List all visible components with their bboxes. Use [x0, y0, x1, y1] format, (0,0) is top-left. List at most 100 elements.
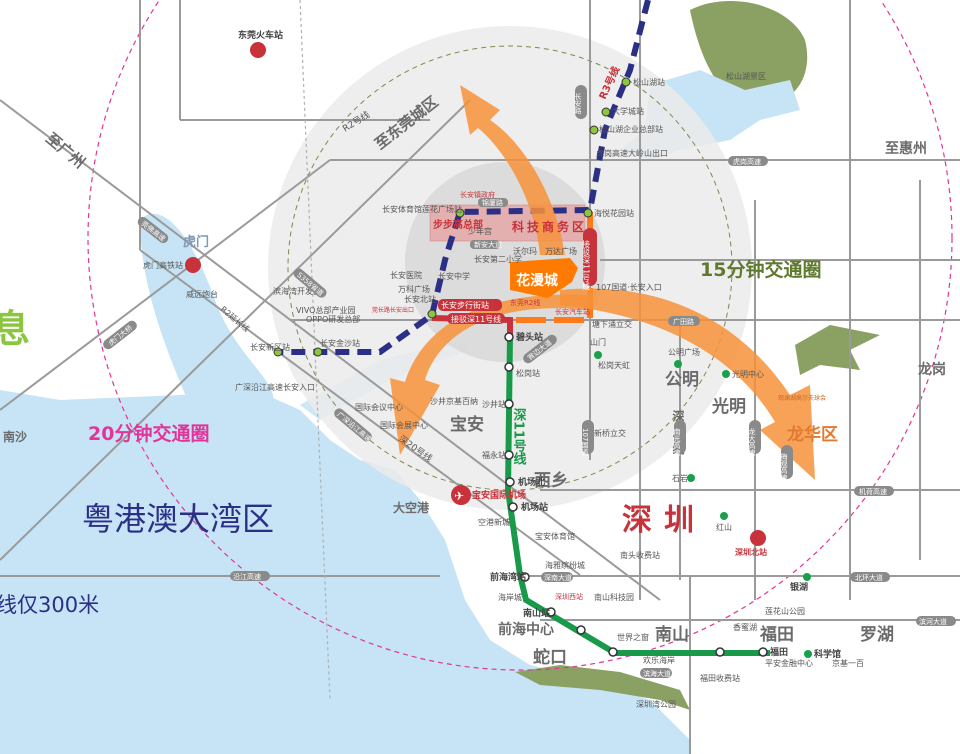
region-xixiang: 西乡 [534, 471, 568, 491]
shore-green [515, 665, 690, 710]
metro-11-extension [510, 212, 593, 323]
other-station-labels: 山门 公明广场 光明中心 石岩 红山 银湖 科学馆 [590, 337, 841, 660]
map-label: 万科广场 [398, 284, 430, 294]
rail-labels: 东莞火车站 虎门高铁站 深圳北站 深圳西站 宝安国际机场 [143, 29, 767, 601]
region-qianhai: 前海中心 [498, 621, 554, 638]
map-label: 福田 [769, 646, 788, 658]
region-guangming: 光明 [711, 396, 746, 417]
station-marker [608, 647, 618, 657]
map-label: 宝安国际机场 [472, 489, 526, 501]
map-label: 沿江高速 [233, 572, 261, 581]
map-label: 滨海大道 [643, 669, 671, 678]
station-marker [601, 107, 611, 117]
label-pill [470, 240, 500, 249]
map-label: 广深沿江高速长安入口 [235, 382, 315, 392]
map-label: 松山湖企业总部站 [599, 124, 663, 134]
ring-20min-label: 20分钟交通圈 [88, 422, 209, 445]
map-label: 威远炮台 [186, 289, 218, 299]
station-marker [504, 362, 514, 372]
poi-labels: 长安镇政府 长安体育馆 少年宫 长安第二小学 长安医院 长安中学 万科广场 长安… [186, 71, 864, 709]
map-label: 北环大道 [855, 573, 883, 582]
station-marker [508, 502, 518, 512]
map-label: 长安路 [574, 92, 582, 115]
map-label: 欢乐海岸 [643, 655, 675, 665]
bay-area-label: 粤港澳大湾区 [82, 500, 274, 538]
direction-huizhou: 至惠州 [885, 140, 927, 157]
station-marker [803, 573, 811, 581]
dongguan-r2-label: 东莞R2线 [510, 298, 540, 307]
region-longhua: 龙华区 [786, 424, 838, 445]
map-label: 南山站 [523, 607, 550, 619]
station-marker [427, 309, 437, 319]
map-label: 莲花广场站 [422, 204, 462, 214]
region-gongming: 公明 [665, 370, 699, 390]
arrow-to-longhua [560, 288, 815, 480]
project-name: 花漫城 [516, 272, 558, 289]
map-label: 松山湖站 [633, 77, 665, 87]
station-marker [505, 477, 515, 487]
map-label: 国际会议中心 [355, 402, 403, 412]
station-marker [621, 77, 631, 87]
line11-label: 深11号线 [511, 407, 527, 466]
station-marker [576, 625, 586, 635]
road-line [0, 99, 471, 561]
shenzhen-label: 深圳 [622, 503, 706, 538]
station-marker [722, 370, 730, 378]
line11-pill-label: 接驳深11号线 [451, 314, 501, 324]
metro-11-line [504, 334, 770, 656]
station-marker [594, 351, 602, 359]
label-pill [447, 313, 505, 324]
label-pill [438, 299, 502, 311]
map-label: 公明广场 [668, 347, 700, 357]
label-pill [674, 420, 686, 454]
label-pill [728, 156, 768, 166]
label-pill [575, 85, 587, 119]
map-label: 福永站 [482, 450, 506, 460]
map-label: 长安金沙站 [320, 338, 360, 348]
map-label: 长安医院 [390, 270, 422, 280]
station-marker [804, 650, 812, 658]
map-label: 南山科技园 [594, 592, 634, 602]
tech-zone-label: 科技商务区 [512, 219, 587, 234]
map-label: 银湖 [790, 581, 808, 593]
line11-ext-label: 接驳深11号线 [582, 239, 591, 290]
map-label: 南光高速 [673, 427, 681, 457]
map-label: 长安中学 [438, 271, 470, 281]
label-pill [582, 420, 594, 454]
map-label: VIVO总部产业园 [296, 305, 355, 315]
label-pill [668, 316, 700, 326]
station-marker [504, 332, 514, 342]
station-marker [758, 647, 768, 657]
metro-r3-line [275, 0, 651, 355]
map-label: 长安体育馆 [382, 204, 422, 214]
green-dashed-ring [287, 45, 733, 491]
map-label: 南头收费站 [620, 550, 660, 560]
pink-dashed-ring [87, 0, 953, 671]
map-label: 机荷高速 [859, 487, 887, 496]
partial-left-char: 息 [0, 307, 30, 351]
station-marker [589, 125, 599, 135]
map-label: 长安汽车站 [555, 307, 590, 316]
station-marker [504, 399, 514, 409]
station-marker [455, 208, 465, 218]
region-shekou: 蛇口 [533, 647, 567, 668]
region-dakonggang: 大空港 [393, 500, 430, 515]
map-label: 塘下涌立交 [592, 319, 632, 329]
label-pill [523, 334, 557, 364]
station-marker [687, 474, 695, 482]
map-label: 虎门高铁站 [143, 260, 183, 270]
label-pill [478, 198, 508, 207]
map-label: 机场站 [521, 501, 548, 513]
map-label: 长安北站 [404, 294, 436, 304]
map-label: 空港新城 [478, 517, 510, 527]
map-label: 观澜湖高尔夫球会 [778, 394, 826, 402]
humen-inlet [140, 213, 274, 430]
station-marker [674, 360, 682, 368]
map-label: 石岩 [672, 473, 688, 483]
label-pill [103, 320, 137, 350]
map-label: 沃尔玛 [513, 246, 537, 256]
map-label: OPPO研发总部 [306, 314, 360, 324]
map-label: 沙井站 [482, 399, 506, 409]
label-pill [749, 420, 761, 454]
airplane-icon: ✈ [454, 489, 464, 503]
